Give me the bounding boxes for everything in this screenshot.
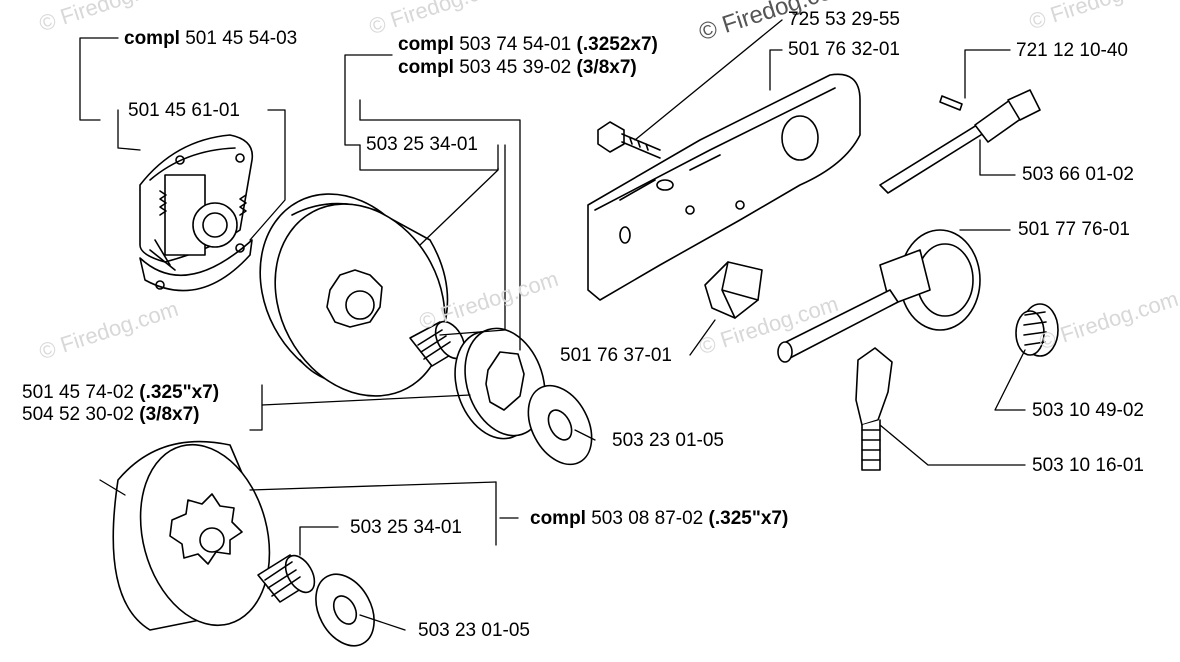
lower-clutch-drum [112,440,271,631]
label-screw: 725 53 29-55 [788,9,900,30]
upper-clutch-drum [259,193,449,397]
label-rim-a: 501 45 74-02 (.325"x7) [22,382,220,403]
guide-plate [587,73,861,301]
label-guide: 501 76 37-01 [560,345,672,366]
label-pump-assy: 501 77 76-01 [1018,219,1130,240]
chain-guide [704,261,763,319]
label-pump-shaft: 503 66 01-02 [1022,164,1134,185]
screw [597,121,661,159]
clutch-assembly [139,134,254,292]
worm-gear [1015,303,1059,357]
label-washer-upper: 503 23 01-05 [612,430,724,451]
lower-washer [315,573,375,647]
label-rim-b: 504 52 30-02 (3/8x7) [22,404,200,425]
label-bearing-upper: 503 25 34-01 [366,134,478,155]
oil-pump-assembly [777,229,981,363]
label-worm: 503 10 49-02 [1032,400,1144,421]
label-drum-compl-b: compl 503 45 39-02 (3/8x7) [398,57,637,78]
label-guide-plate: 501 76 32-01 [788,39,900,60]
pin [939,95,963,111]
pump-shaft [879,89,1041,194]
label-clutch-shoe: 501 45 61-01 [128,100,240,121]
leader-lines [79,19,1026,631]
oil-hose [855,347,893,471]
upper-washer [527,384,593,466]
label-drum-compl-a: compl 503 74 54-01 (.3252x7) [398,34,658,55]
label-washer-lower: 503 23 01-05 [418,620,530,641]
lower-needle-bearing [257,554,316,603]
label-drum-compl-lower: compl 503 08 87-02 (.325"x7) [530,508,789,529]
label-clutch-compl: compl 501 45 54-03 [124,28,298,49]
rim-sprocket [454,327,546,440]
label-pin: 721 12 10-40 [1016,40,1128,61]
label-bearing-lower: 503 25 34-01 [350,517,462,538]
label-hose: 503 10 16-01 [1032,455,1144,476]
